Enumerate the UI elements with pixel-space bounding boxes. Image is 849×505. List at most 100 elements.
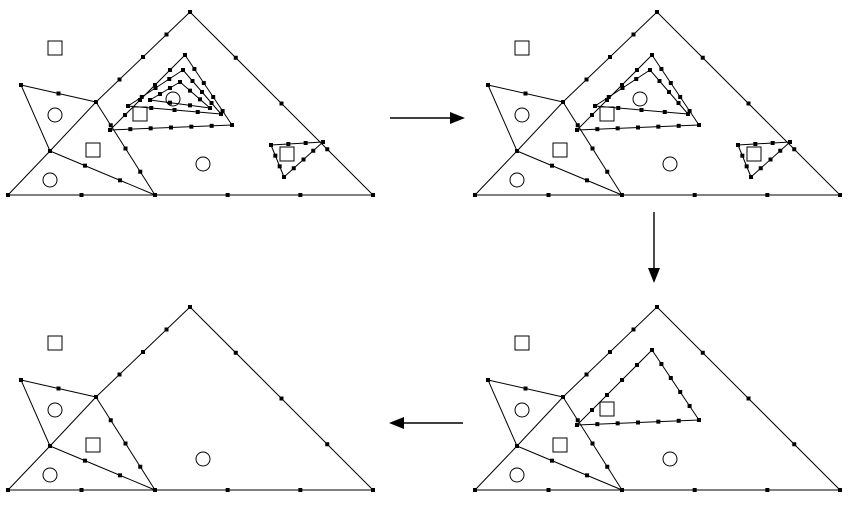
mesh-vertex — [788, 140, 792, 144]
mesh-vertex — [758, 166, 763, 171]
mesh-vertex — [282, 175, 286, 179]
mesh-vertex — [164, 32, 169, 37]
mesh-vertex — [94, 100, 98, 104]
mesh-edge — [737, 141, 791, 146]
mesh-edge — [179, 81, 211, 109]
mesh-edge — [49, 396, 97, 447]
mesh-vertex — [550, 163, 554, 168]
mesh-vertex — [605, 393, 609, 397]
mesh-vertex — [56, 91, 61, 96]
mesh-vertex — [138, 98, 142, 102]
panel-top-left — [6, 10, 375, 197]
mesh-vertex — [700, 55, 705, 60]
mesh-vertex — [749, 175, 753, 179]
square-marker — [599, 106, 615, 122]
mesh-vertex — [473, 488, 477, 492]
mesh-vertex — [590, 408, 594, 412]
mesh-vertex — [233, 55, 238, 60]
square-marker — [47, 40, 63, 56]
mesh-vertex — [655, 10, 659, 14]
mesh-edge — [49, 445, 156, 491]
mesh-vertex — [746, 396, 751, 401]
mesh-vertex — [188, 305, 192, 309]
mesh-vertex — [605, 98, 609, 102]
mesh-vertex — [220, 109, 225, 113]
square-marker — [599, 401, 615, 417]
mesh-vertex — [148, 98, 152, 102]
mesh-vertex — [620, 193, 624, 197]
mesh-edge — [20, 379, 51, 447]
mesh-vertex — [178, 80, 182, 84]
mesh-vertex — [561, 395, 565, 399]
mesh-vertex — [778, 148, 783, 153]
mesh-vertex — [620, 83, 624, 87]
mesh-vertex — [301, 157, 306, 162]
mesh-vertex — [700, 350, 705, 355]
mesh-vertex — [188, 10, 192, 14]
circle-marker — [514, 402, 530, 418]
circle-marker — [509, 467, 525, 483]
mesh-vertex — [631, 32, 636, 37]
mesh-vertex — [639, 108, 644, 112]
square-marker — [47, 335, 63, 351]
arrow-left — [389, 417, 463, 429]
mesh-vertex — [6, 488, 10, 492]
mesh-edge — [20, 84, 51, 152]
mesh-vertex — [141, 55, 145, 59]
mesh-vertex — [48, 149, 52, 153]
mesh-vertex — [515, 149, 519, 153]
mesh-vertex — [303, 141, 308, 145]
mesh-vertex — [687, 404, 692, 408]
mesh-vertex — [198, 97, 202, 102]
mesh-vertex — [634, 77, 639, 81]
mesh-vertex — [126, 104, 130, 108]
mesh-vertex — [19, 83, 23, 87]
mesh-vertex — [636, 125, 640, 130]
mesh-vertex — [153, 86, 158, 90]
panel-top-right — [473, 10, 842, 197]
mesh-vertex — [486, 83, 490, 87]
mesh-vertex — [188, 103, 192, 108]
mesh-vertex — [325, 147, 330, 152]
mesh-vertex — [273, 153, 278, 158]
mesh-vertex — [291, 166, 296, 171]
mesh-vertex — [158, 92, 162, 96]
mesh-vertex — [692, 488, 697, 492]
mesh-vertex — [123, 441, 128, 446]
mesh-vertex — [595, 127, 600, 132]
circle-marker — [195, 451, 211, 467]
mesh-vertex — [678, 95, 683, 99]
mesh-vertex — [561, 100, 565, 104]
mesh-vertex — [209, 123, 214, 128]
mesh-vertex — [298, 488, 303, 492]
mesh-vertex — [233, 350, 238, 355]
mesh-vertex — [636, 420, 640, 425]
mesh-edge — [737, 144, 752, 178]
mesh-vertex — [753, 142, 758, 146]
mesh-vertex — [668, 81, 673, 85]
mesh-vertex — [584, 372, 589, 377]
mesh-vertex — [269, 143, 273, 147]
mesh-vertex — [94, 395, 98, 399]
mesh-vertex — [605, 464, 610, 469]
mesh-vertex — [83, 458, 87, 463]
mesh-vertex — [79, 193, 84, 197]
mesh-vertex — [172, 108, 177, 112]
mesh-vertex — [189, 124, 194, 129]
mesh-vertex — [153, 83, 157, 87]
mesh-vertex — [153, 193, 157, 197]
mesh-vertex — [838, 193, 842, 197]
mesh-vertex — [108, 128, 112, 132]
mesh-vertex — [768, 157, 773, 162]
square-marker — [514, 40, 530, 56]
mesh-vertex — [659, 362, 664, 366]
mesh-vertex — [546, 193, 551, 197]
mesh-vertex — [686, 112, 690, 116]
mesh-vertex — [183, 53, 187, 57]
mesh-vertex — [486, 378, 490, 382]
mesh-vertex — [648, 68, 652, 72]
square-marker — [85, 142, 101, 158]
mesh-vertex — [201, 81, 206, 85]
square-marker — [514, 335, 530, 351]
mesh-edge — [516, 150, 623, 196]
